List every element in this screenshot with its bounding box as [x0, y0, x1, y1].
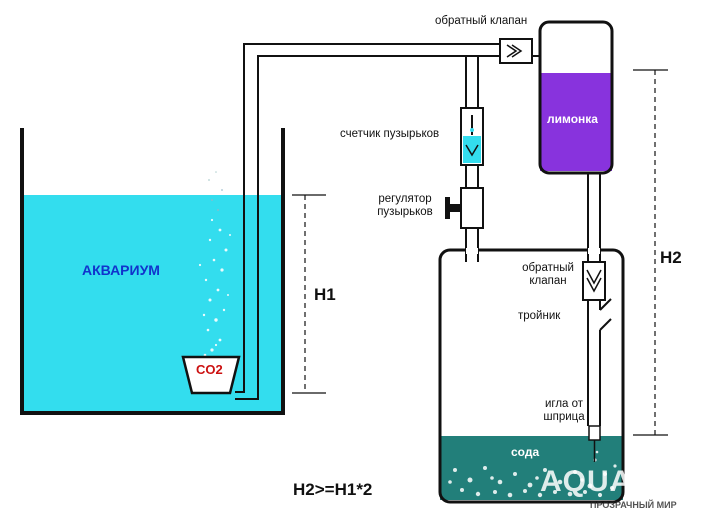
lemon-tank	[538, 20, 614, 175]
check-valve-low-label-line1: обратный	[522, 262, 574, 274]
bubble-counter-label: счетчик пузырьков	[340, 128, 440, 140]
check-valve-low-label: обратный клапан	[518, 262, 578, 288]
needle-label-line2: шприца	[543, 411, 585, 423]
aquarium-label: АКВАРИУМ	[82, 262, 160, 278]
bubble-counter	[460, 107, 484, 166]
aquarium	[20, 128, 285, 415]
soda-foam	[448, 450, 617, 498]
watermark-slogan: ПРОЗРАЧНЫЙ МИР	[590, 500, 677, 510]
co2-label: CO2	[196, 362, 223, 377]
aquarium-water	[22, 195, 283, 413]
formula-label: H2>=H1*2	[293, 480, 373, 499]
bubble-regulator-label-line2: пузырьков	[377, 206, 433, 218]
bubble-regulator-label-line1: регулятор	[378, 193, 432, 205]
tee-label: тройник	[518, 310, 561, 322]
bubble-regulator-label: регулятор пузырьков	[370, 193, 440, 219]
h2-dimension	[633, 69, 668, 436]
bubble-regulator	[445, 187, 484, 229]
co2-reactor	[181, 355, 241, 395]
h2-label: H2	[660, 248, 682, 267]
aquarium-walls	[20, 128, 285, 415]
check-valve-low-label-line2: клапан	[529, 275, 567, 287]
check-valve-top	[499, 38, 533, 64]
h1-label: H1	[314, 285, 336, 304]
h1-dimension	[292, 194, 326, 394]
needle-label-line1: игла от	[544, 398, 584, 410]
needle-label: игла от шприца	[535, 398, 593, 424]
soda-jar	[438, 248, 625, 504]
watermark-site: AQUA.RU	[540, 465, 687, 498]
check-valve-low	[582, 261, 606, 301]
co2-bubbles	[198, 171, 231, 357]
syringe-needle	[588, 425, 601, 462]
tee-fitting	[599, 298, 612, 331]
soda-label: сода	[511, 445, 540, 459]
check-valve-top-label: обратный клапан	[435, 15, 528, 27]
lemon-tank-label: лимонка	[547, 112, 598, 126]
